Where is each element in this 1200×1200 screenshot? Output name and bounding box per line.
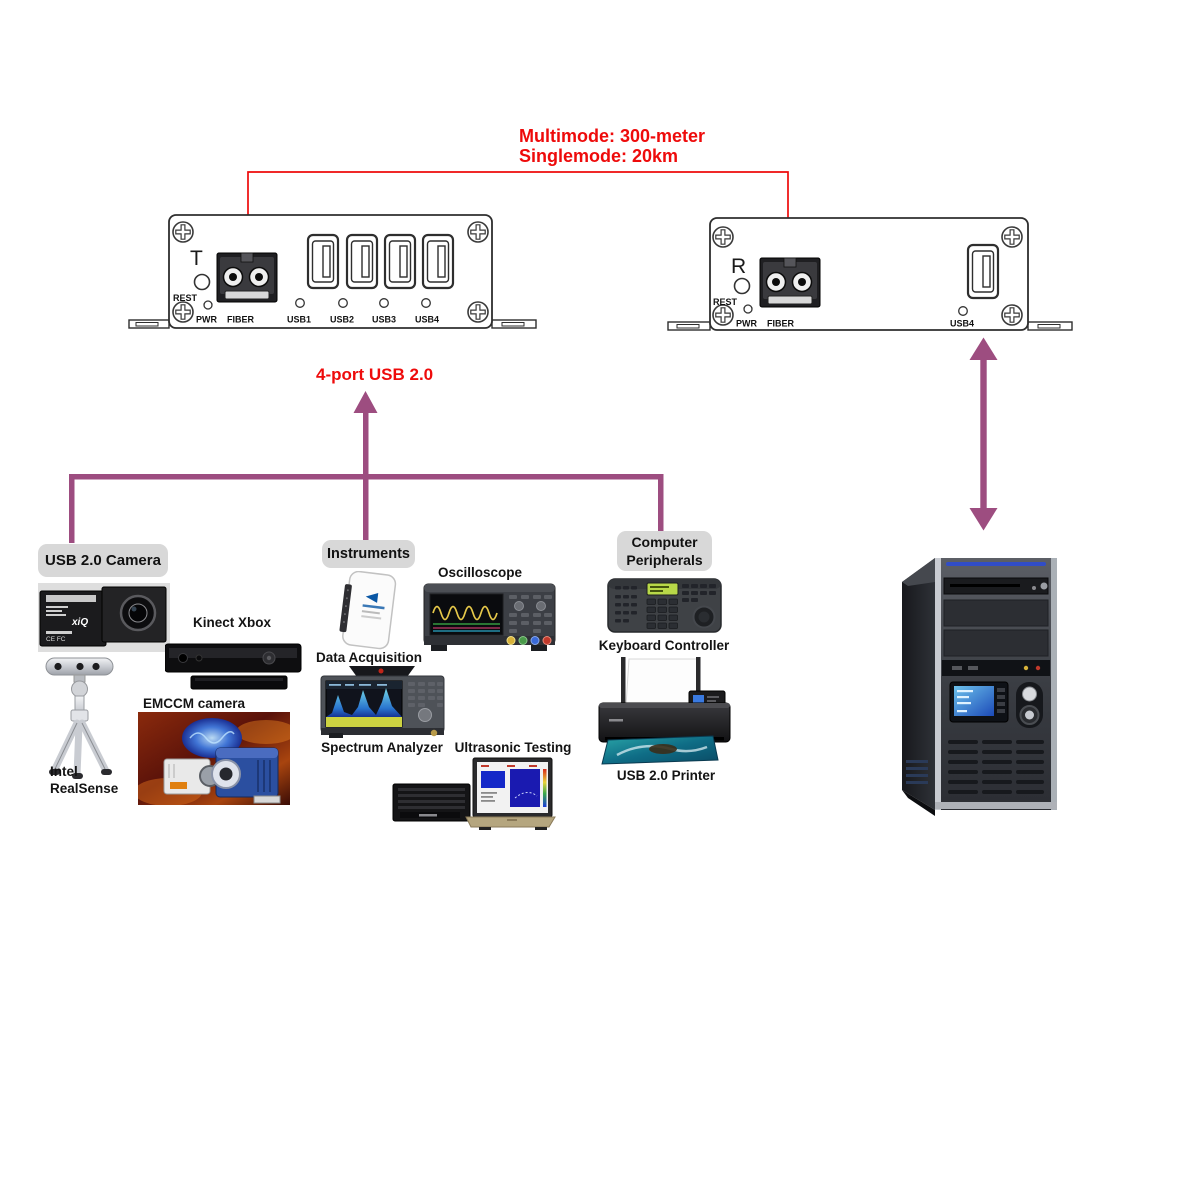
group-label-computer-peripherals: Computer Peripherals xyxy=(617,531,712,571)
oscilloscope-image xyxy=(423,583,556,651)
fiber-lc-port[interactable] xyxy=(216,252,278,303)
group-label-usb-camera: USB 2.0 Camera xyxy=(38,544,168,577)
reset-label: REST xyxy=(713,297,738,307)
ultrasonic-testing-image xyxy=(392,757,556,830)
screw-icon xyxy=(172,221,194,243)
fiber-caption-line1: Multimode: 300-meter xyxy=(519,126,706,146)
svg-text:xiQ: xiQ xyxy=(71,617,88,628)
caption-oscilloscope: Oscilloscope xyxy=(437,565,523,580)
fiber-distance-caption: Multimode: 300-meter Singlemode: 20km xyxy=(519,126,705,166)
printer-image xyxy=(598,657,731,765)
caption-ultrasonic-testing: Ultrasonic Testing xyxy=(454,740,572,755)
svg-text:CE FC: CE FC xyxy=(46,636,66,643)
keyboard-controller-image xyxy=(607,578,722,633)
spectrum-analyzer-image xyxy=(320,666,445,738)
power-led xyxy=(743,304,753,314)
group-label-instruments: Instruments xyxy=(322,540,415,568)
usb4-label: USB4 xyxy=(950,319,974,329)
screw-icon xyxy=(467,221,489,243)
fiber-lc-port[interactable] xyxy=(759,257,821,308)
computer-tower-image xyxy=(902,558,1057,816)
screw-icon xyxy=(712,304,734,326)
screw-icon xyxy=(1001,304,1023,326)
usb-leds xyxy=(295,298,431,308)
caption-spectrum-analyzer: Spectrum Analyzer xyxy=(321,740,443,755)
caption-emccm: EMCCM camera xyxy=(142,696,246,711)
pwr-label: PWR xyxy=(736,319,757,329)
caption-usb-printer: USB 2.0 Printer xyxy=(616,768,716,783)
usb-camera-image: xiQ CE FC xyxy=(38,583,170,652)
emccm-camera-image xyxy=(138,712,290,805)
usb-port-1[interactable] xyxy=(306,233,340,290)
usb-port-2[interactable] xyxy=(345,233,379,290)
role-label: T xyxy=(190,247,203,270)
role-label: R xyxy=(731,255,746,278)
usb-extender-transmitter: T REST PWR FIBER USB1 USB2 USB3 USB4 xyxy=(128,214,537,329)
caption-realsense-line2: RealSense xyxy=(50,781,119,796)
screw-icon xyxy=(1001,226,1023,248)
usb-led xyxy=(958,306,968,316)
daq-image xyxy=(339,571,397,650)
kinect-image xyxy=(165,643,302,690)
reset-button[interactable] xyxy=(193,273,211,291)
caption-keyboard-controller: Keyboard Controller xyxy=(598,638,730,653)
screw-icon xyxy=(467,301,489,323)
caption-realsense-line1: Intel xyxy=(50,764,78,779)
reset-button[interactable] xyxy=(733,277,751,295)
usb2-label: USB2 xyxy=(330,315,354,325)
usb-port-4[interactable] xyxy=(966,243,1000,300)
caption-kinect: Kinect Xbox xyxy=(192,615,271,630)
usb-port-4[interactable] xyxy=(421,233,455,290)
power-led xyxy=(203,300,213,310)
reset-label: REST xyxy=(173,293,198,303)
usb3-label: USB3 xyxy=(372,315,396,325)
screw-icon xyxy=(712,226,734,248)
screw-icon xyxy=(172,301,194,323)
extender-pc-link xyxy=(980,357,987,511)
fiber-label: FIBER xyxy=(767,319,795,329)
caption-data-acquisition: Data Acquisition xyxy=(315,650,422,665)
usb-extender-receiver: R REST PWR FIBER USB4 xyxy=(667,217,1073,331)
usb1-label: USB1 xyxy=(287,315,311,325)
up-arrowhead xyxy=(353,391,378,413)
usb4-label: USB4 xyxy=(415,315,439,325)
realsense-image xyxy=(45,657,114,779)
caption-realsense: Intel RealSense xyxy=(50,763,140,797)
four-port-usb-caption: 4-port USB 2.0 xyxy=(316,365,434,384)
fiber-label: FIBER xyxy=(227,315,255,325)
fiber-caption-line2: Singlemode: 20km xyxy=(519,146,679,166)
pwr-label: PWR xyxy=(196,315,217,325)
usb-port-3[interactable] xyxy=(383,233,417,290)
